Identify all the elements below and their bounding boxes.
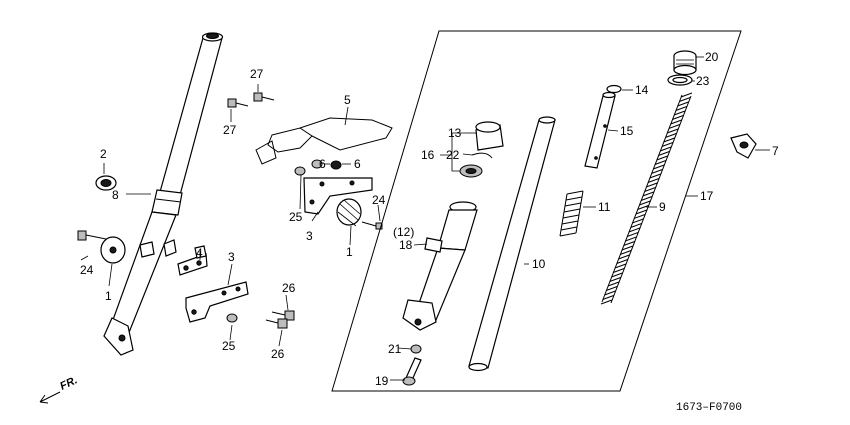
part-6-grommets	[311, 159, 342, 170]
callout-24-middle: 24	[372, 193, 386, 207]
callout-labels: 2 8 24 1 4 3 25 26 26 27 27 5 6 6 25 3 1…	[80, 50, 779, 388]
diagram-code: 1673–F0700	[676, 402, 742, 414]
callout-26-lower: 26	[271, 347, 285, 361]
part-25-nut-lower	[226, 313, 238, 323]
part-23-o-ring	[667, 74, 693, 86]
part-27-bolts	[227, 92, 275, 108]
callout-5: 5	[344, 93, 351, 107]
part-3-bracket-lower	[185, 281, 249, 323]
callout-23: 23	[696, 74, 710, 88]
part-15-piston	[584, 91, 616, 169]
part-1-reflector-left	[100, 236, 126, 264]
part-21-washer	[410, 344, 422, 354]
callout-6-b: 6	[354, 157, 361, 171]
part-oil-seal	[459, 164, 483, 178]
part-20-bolt	[673, 50, 697, 76]
callout-1-left: 1	[105, 289, 112, 303]
callout-14: 14	[635, 83, 649, 97]
part-9-fork-spring	[600, 92, 693, 305]
callout-3-lower: 3	[228, 250, 235, 264]
callout-2: 2	[100, 147, 107, 161]
callout-25-upper: 25	[289, 210, 303, 224]
part-10-fork-pipe	[468, 116, 556, 372]
part-13-dust-seal	[475, 121, 504, 151]
callout-10: 10	[532, 257, 546, 271]
callout-27-upper: 27	[250, 67, 264, 81]
callout-16: 16	[421, 148, 435, 162]
callout-13: 13	[448, 126, 462, 140]
part-19-drain-bolt	[402, 357, 422, 386]
callout-24-left: 24	[80, 263, 94, 277]
callout-21: 21	[388, 342, 402, 356]
callout-3-upper: 3	[306, 229, 313, 243]
fork-slider	[402, 201, 478, 331]
callout-15: 15	[620, 124, 634, 138]
part-14-piston-ring	[606, 84, 622, 94]
callout-4: 4	[196, 246, 203, 260]
fork-tube-group-frame	[331, 30, 742, 392]
callout-18: 18	[399, 238, 413, 252]
callout-11: 11	[598, 200, 611, 214]
direction-label: FR.	[58, 374, 79, 392]
part-25-nut-upper	[294, 166, 306, 176]
callout-8: 8	[112, 188, 119, 202]
part-26-bolts	[265, 310, 295, 329]
part-2-cap	[95, 175, 117, 191]
left-fork-assembly	[103, 32, 224, 356]
callout-19: 19	[375, 374, 389, 388]
callout-9: 9	[659, 200, 666, 214]
callout-26-upper: 26	[282, 281, 296, 295]
part-3-bracket-upper	[303, 177, 373, 215]
callout-12: (12)	[393, 225, 414, 239]
leader-lines	[80, 56, 770, 381]
front-direction-arrow: FR.	[39, 374, 79, 404]
callout-27-lower: 27	[223, 123, 237, 137]
callout-20: 20	[705, 50, 719, 64]
part-11-rebound-spring	[559, 190, 584, 237]
callout-22: 22	[446, 148, 460, 162]
part-7-clip	[730, 133, 757, 159]
callout-1-middle: 1	[346, 245, 353, 259]
callout-17: 17	[700, 189, 714, 203]
part-5-wire-clip	[255, 117, 393, 165]
part-22-stopper-ring	[471, 152, 493, 159]
callout-25-lower: 25	[222, 339, 236, 353]
part-1-reflector-middle	[336, 198, 362, 227]
callout-6-a: 6	[319, 157, 326, 171]
part-24-screw-middle	[361, 221, 383, 230]
part-24-bolt-left	[77, 230, 107, 241]
callout-7: 7	[772, 144, 779, 158]
